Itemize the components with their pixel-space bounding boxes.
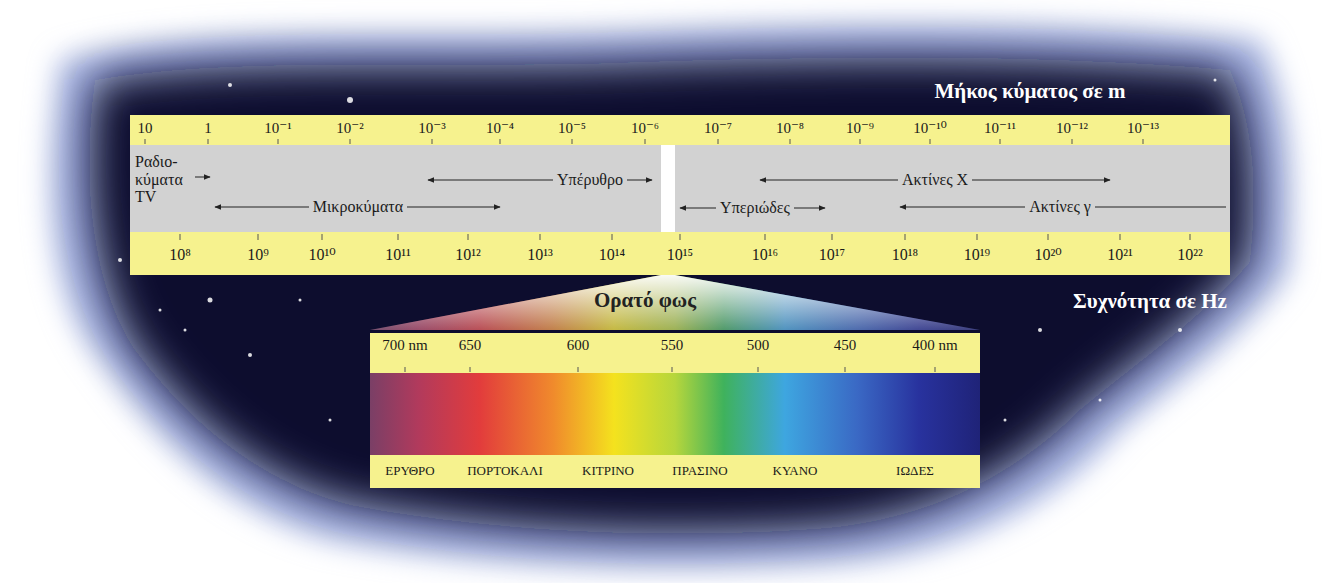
scale-tick	[398, 234, 399, 240]
scale-value: 10¹⁸	[892, 246, 918, 264]
scale-tick	[432, 139, 433, 144]
scale-value: 600	[567, 337, 590, 354]
region-name: Ακτίνες Χ	[898, 171, 972, 189]
scale-value: 10⁻¹²	[1056, 120, 1088, 137]
scale-value: 10⁸	[169, 246, 191, 264]
scale-value: 10¹⁰	[308, 246, 335, 264]
nm-scale: 700 nm 650 600 550 500 450 400 nm	[370, 333, 980, 373]
scale-tick	[180, 234, 181, 240]
region-band: Ραδιο- κύματα TV ΥπέρυθροΜικροκύματα Υπερι…	[130, 145, 1230, 232]
colour-name: ΙΩΔΕΣ	[896, 464, 934, 478]
scale-tick	[765, 234, 766, 240]
scale-value: 10¹⁶	[752, 246, 778, 264]
scale-tick	[208, 139, 209, 144]
scale-value: 10⁻¹⁰	[913, 120, 946, 137]
scale-tick	[680, 234, 681, 240]
scale-value: 10¹²	[455, 246, 481, 264]
scale-tick	[258, 234, 259, 240]
scale-value: 10⁻¹	[264, 120, 291, 137]
scale-value: 10⁹	[247, 246, 269, 264]
region-name: Ραδιο- κύματα TV	[135, 153, 195, 206]
region-name: Μικροκύματα	[309, 198, 407, 216]
scale-value: 10¹⁷	[819, 246, 845, 264]
scale-tick	[1072, 139, 1073, 144]
scale-tick	[572, 139, 573, 144]
scale-value: 10⁻⁸	[776, 120, 804, 137]
scale-tick	[322, 234, 323, 240]
scale-value: 450	[834, 337, 857, 354]
scale-value: 10⁻⁹	[846, 120, 874, 137]
scale-tick	[672, 367, 673, 372]
colour-name: ΚΥΑΝΟ	[773, 464, 818, 478]
scale-tick	[468, 234, 469, 240]
scale-tick	[578, 367, 579, 372]
scale-tick	[845, 367, 846, 372]
scale-tick	[500, 139, 501, 144]
colour-name: ΚΙΤΡΙΝΟ	[582, 464, 634, 478]
scale-value: 10²¹	[1107, 246, 1133, 264]
scale-value: 10²⁰	[1034, 246, 1061, 264]
scale-tick	[1143, 139, 1144, 144]
scale-value: 1	[204, 120, 212, 137]
scale-value: 10⁻¹¹	[984, 120, 1016, 137]
axis-title: Μήκος κύματος σε m	[934, 80, 1125, 103]
frequency-scale: 10⁸ 10⁹ 10¹⁰ 10¹¹ 10¹² 10¹³ 10¹⁴ 10¹⁵ 10¹⁶ 10¹⁷ 10…	[130, 232, 1230, 275]
scale-value: 10⁻⁵	[558, 120, 586, 137]
scale-value: 400 nm	[912, 337, 957, 354]
region-name: Ακτίνες γ	[1025, 198, 1095, 216]
scale-tick	[718, 139, 719, 144]
scale-value: 10¹⁹	[964, 246, 990, 264]
scale-value: 10¹¹	[385, 246, 411, 264]
scale-value: 10¹⁵	[667, 246, 693, 264]
axis-title: Ορατό φως	[594, 289, 696, 312]
scale-tick	[350, 139, 351, 144]
scale-value: 650	[459, 337, 482, 354]
scale-tick	[405, 367, 406, 372]
scale-value: 700 nm	[382, 337, 427, 354]
region-name: Υπέρυθρο	[553, 171, 627, 189]
scale-value: 500	[747, 337, 770, 354]
scale-value: 10²²	[1177, 246, 1203, 264]
scale-value: 10⁻³	[418, 120, 445, 137]
scale-tick	[790, 139, 791, 144]
scale-tick	[1120, 234, 1121, 240]
scale-tick	[977, 234, 978, 240]
scale-value: 10¹³	[527, 246, 553, 264]
scale-tick	[935, 367, 936, 372]
scale-tick	[540, 234, 541, 240]
scale-tick	[145, 139, 146, 144]
scale-tick	[1048, 234, 1049, 240]
colour-name: ΠΡΑΣΙΝΟ	[672, 464, 728, 478]
scale-tick	[1190, 234, 1191, 240]
colour-names-bar: ΕΡΥΘΡΟ ΠΟΡΤΟΚΑΛΙ ΚΙΤΡΙΝΟ ΠΡΑΣΙΝΟ ΚΥΑΝΟ ΙΩΔΕΣ	[370, 455, 980, 488]
scale-tick	[860, 139, 861, 144]
scale-tick	[278, 139, 279, 144]
scale-value: 10	[138, 120, 153, 137]
colour-name: ΕΡΥΘΡΟ	[385, 464, 434, 478]
scale-tick	[930, 139, 931, 144]
scale-tick	[612, 234, 613, 240]
scale-value: 10⁻⁶	[631, 120, 659, 137]
scale-value: 10¹⁴	[599, 246, 625, 264]
axis-title: Συχνότητα σε Hz	[1073, 290, 1227, 313]
scale-tick	[470, 367, 471, 372]
wavelength-scale: 10 1 10⁻¹ 10⁻² 10⁻³ 10⁻⁴ 10⁻⁵ 10⁻⁶ 10⁻⁷ 10⁻⁸ 10⁻⁹ 1…	[130, 115, 1230, 145]
scale-tick	[905, 234, 906, 240]
scale-value: 10⁻²	[336, 120, 363, 137]
scale-value: 550	[661, 337, 684, 354]
scale-tick	[645, 139, 646, 144]
scale-tick	[1000, 139, 1001, 144]
scale-value: 10⁻¹³	[1127, 120, 1159, 137]
colour-name: ΠΟΡΤΟΚΑΛΙ	[467, 464, 543, 478]
scale-value: 10⁻⁷	[704, 120, 732, 137]
scale-tick	[758, 367, 759, 372]
region-name: Υπεριώδες	[716, 199, 794, 217]
scale-tick	[832, 234, 833, 240]
scale-value: 10⁻⁴	[486, 120, 514, 137]
